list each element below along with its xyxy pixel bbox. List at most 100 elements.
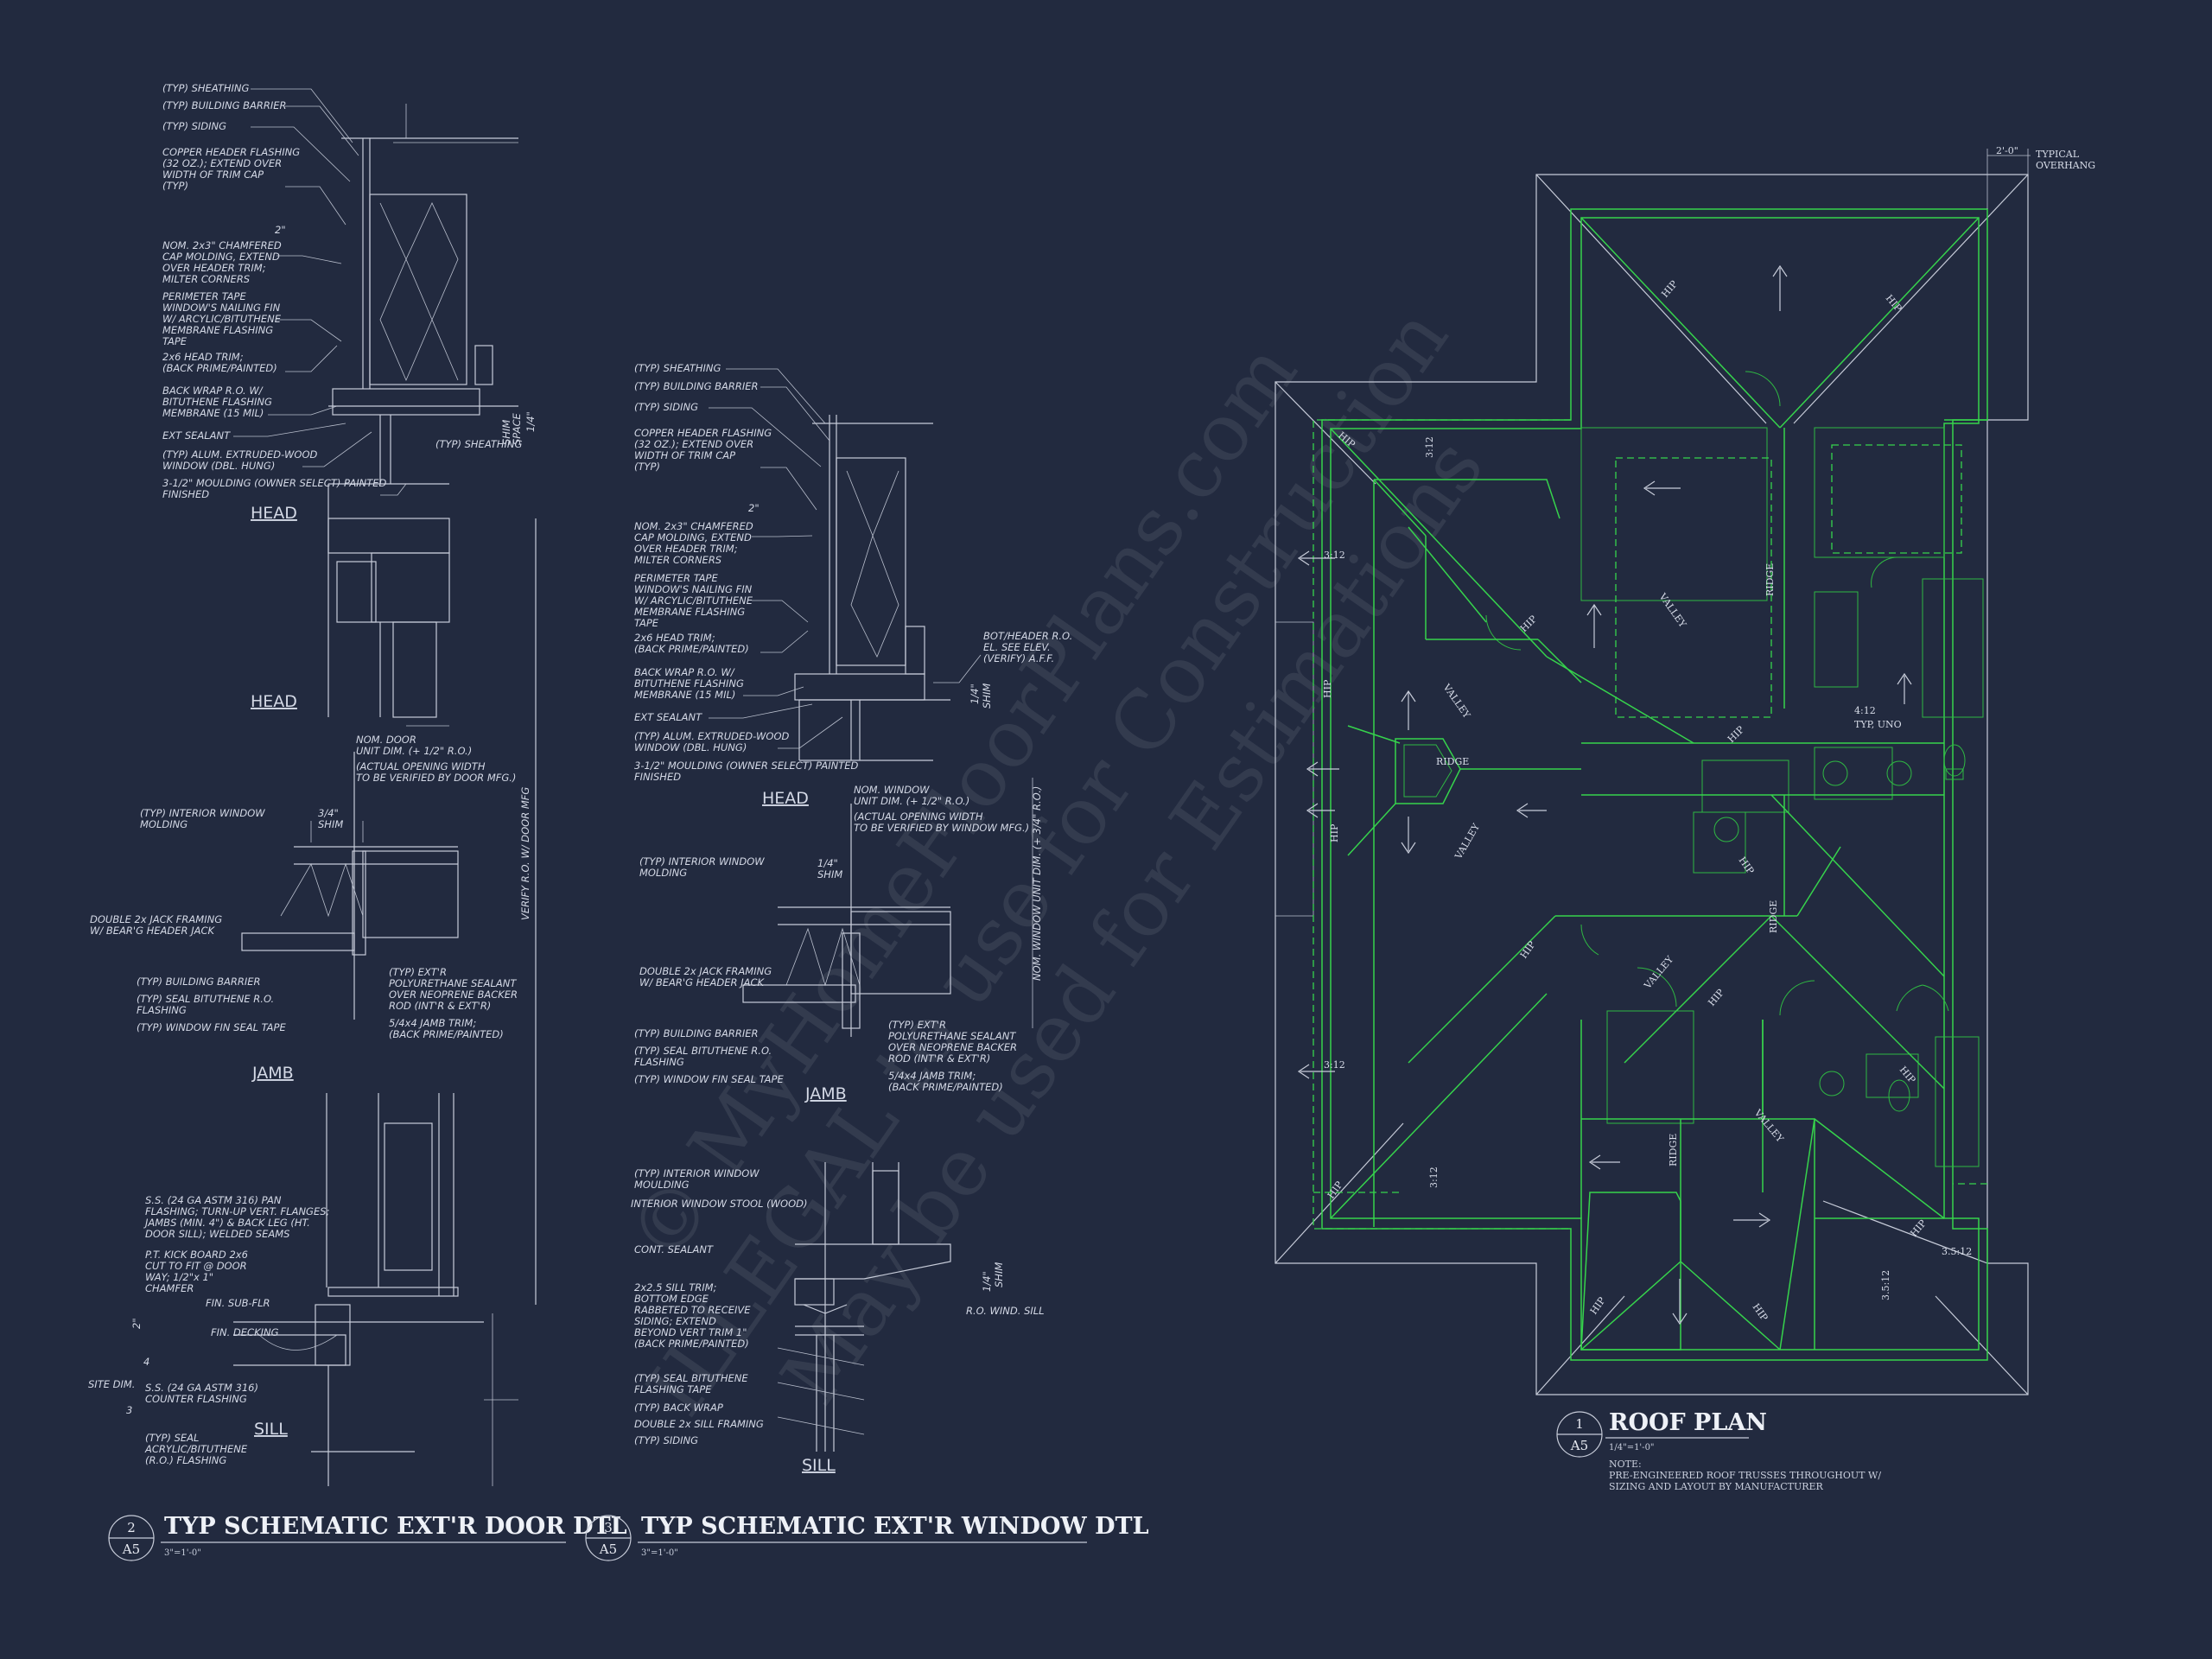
label-siding: (TYP) SIDING — [162, 120, 226, 132]
wlabel-chamfered-1: NOM. 2x3" CHAMFERED — [634, 520, 753, 532]
wlabel-interior-window-1: (TYP) INTERIOR WINDOW — [639, 855, 765, 868]
wlabel-copper-1: COPPER HEADER FLASHING — [634, 427, 772, 439]
wlabel-perimeter-4: MEMBRANE FLASHING — [634, 606, 745, 618]
wlabel-perimeter-1: PERIMETER TAPE — [634, 572, 718, 584]
label-shim-space-2: SPACE — [511, 412, 523, 445]
window-detail-number: 3 — [604, 1520, 613, 1535]
label-ext-poly-1: (TYP) EXT'R — [389, 966, 447, 978]
wlabel-chamfered-3: OVER HEADER TRIM; — [634, 543, 738, 555]
pitch-typ-uno: TYP, UNO — [1854, 719, 1902, 730]
word-hip-8: HIP — [1737, 855, 1757, 876]
wlabel-nom-window-2: UNIT DIM. (+ 1/2" R.O.) — [854, 795, 969, 807]
label-fin-seal: (TYP) WINDOW FIN SEAL TAPE — [137, 1021, 286, 1033]
wlabel-two-inch: 2" — [748, 502, 760, 514]
wlabel-bot-header-2: EL. SEE ELEV. — [983, 641, 1051, 653]
wlabel-sill-trim-1: 2x2.5 SILL TRIM; — [634, 1281, 717, 1294]
label-chamfered-4: MILTER CORNERS — [162, 273, 250, 285]
label-ss-pan-3: JAMBS (MIN. 4") & BACK LEG (HT. — [143, 1217, 310, 1229]
word-valley-3: VALLEY — [1452, 821, 1483, 861]
wlabel-shim2: SHIM — [993, 1262, 1005, 1287]
label-chamfered-2: CAP MOLDING, EXTEND — [162, 251, 280, 263]
label-interior-window-1: (TYP) INTERIOR WINDOW — [140, 807, 265, 819]
window-head-leaders — [709, 368, 982, 749]
wlabel-double-jack-2: W/ BEAR'G HEADER JACK — [639, 976, 765, 988]
wlabel-seal-bit2-1: (TYP) SEAL BITUTHENE — [634, 1372, 748, 1384]
wlabel-head-trim-1: 2x6 HEAD TRIM; — [634, 632, 715, 644]
wlabel-ext-poly-2: POLYURETHANE SEALANT — [888, 1030, 1016, 1042]
door-caption-head-2: HEAD — [251, 692, 297, 711]
label-perimeter-2: WINDOW'S NAILING FIN — [162, 302, 281, 314]
wlabel-copper-2: (32 OZ.); EXTEND OVER — [634, 438, 753, 450]
roof-note-2: PRE-ENGINEERED ROOF TRUSSES THROUGHOUT W… — [1609, 1470, 1881, 1481]
word-hip-9: HIP — [1518, 938, 1538, 960]
wlabel-cont-sealant: CONT. SEALANT — [634, 1243, 714, 1255]
label-ss-pan-2: FLASHING; TURN-UP VERT. FLANGES; — [145, 1205, 330, 1217]
wlabel-siding: (TYP) SIDING — [634, 401, 698, 413]
label-nom-door-1: NOM. DOOR — [356, 734, 416, 746]
word-hip-11: HIP — [1897, 1065, 1918, 1086]
label-kick-4: CHAMFER — [145, 1282, 194, 1294]
wlabel-sill-trim-3: RABBETED TO RECEIVE — [634, 1304, 751, 1316]
roof-detail-sheet: A5 — [1570, 1438, 1588, 1453]
window-jamb-section — [742, 778, 1033, 1037]
label-seal-acry-3: (R.O.) FLASHING — [145, 1454, 226, 1466]
word-valley-5: VALLEY — [1751, 1107, 1786, 1145]
label-quarter-inch: 1/4" — [524, 411, 537, 432]
wlabel-interior-window2-2: MOULDING — [634, 1179, 690, 1191]
wlabel-back-wrap2: (TYP) BACK WRAP — [634, 1402, 723, 1414]
label-verify-ro: VERIFY R.O. W/ DOOR MFG — [519, 787, 531, 920]
wlabel-quarter2: 1/4" — [981, 1271, 993, 1292]
label-sub-flr: FIN. SUB-FLR — [206, 1297, 270, 1309]
label-jamb-trim-2: (BACK PRIME/PAINTED) — [389, 1028, 504, 1040]
label-ext-poly-4: ROD (INT'R & EXT'R) — [389, 1000, 491, 1012]
wlabel-seal-bit-1: (TYP) SEAL BITUTHENE R.O. — [634, 1045, 772, 1057]
wlabel-ext-poly-1: (TYP) EXT'R — [888, 1019, 946, 1031]
word-valley-1: VALLEY — [1656, 590, 1688, 630]
window-jamb-labels: NOM. WINDOW UNIT DIM. (+ 1/2" R.O.) (ACT… — [634, 784, 1043, 1093]
roof-words: HIP HIP HIP VALLEY RIDGE HIP HIP VALLEY … — [1322, 278, 1929, 1324]
label-building-barrier: (TYP) BUILDING BARRIER — [162, 99, 287, 111]
label-head-trim-2: (BACK PRIME/PAINTED) — [162, 362, 277, 374]
door-caption-head-1: HEAD — [251, 504, 297, 523]
wlabel-head-trim-2: (BACK PRIME/PAINTED) — [634, 643, 749, 655]
label-double-jack-1: DOUBLE 2x JACK FRAMING — [90, 913, 222, 925]
label-nom-door-4: TO BE VERIFIED BY DOOR MFG.) — [356, 772, 516, 784]
wlabel-barrier-2: (TYP) BUILDING BARRIER — [634, 1027, 759, 1039]
wlabel-perimeter-2: WINDOW'S NAILING FIN — [634, 583, 753, 595]
roof-main-lines — [1313, 208, 1988, 1361]
label-copper-1: COPPER HEADER FLASHING — [162, 146, 300, 158]
wlabel-alum-1: (TYP) ALUM. EXTRUDED-WOOD — [634, 730, 790, 742]
label-ss-pan-1: S.S. (24 GA ASTM 316) PAN — [145, 1194, 282, 1206]
label-decking: FIN. DECKING — [211, 1326, 279, 1338]
door-head-section — [327, 104, 518, 727]
wlabel-nom-window-3: (ACTUAL OPENING WIDTH — [854, 810, 983, 823]
window-sill-section — [777, 1162, 951, 1452]
wlabel-fin-seal: (TYP) WINDOW FIN SEAL TAPE — [634, 1073, 784, 1085]
wlabel-ext-sealant: EXT SEALANT — [634, 711, 702, 723]
word-hip-1: HIP — [1659, 278, 1680, 300]
label-sheathing-right: (TYP) SHEATHING — [435, 438, 523, 450]
window-sill-labels: (TYP) INTERIOR WINDOW MOULDING INTERIOR … — [631, 1167, 1045, 1446]
label-two-inch: 2" — [275, 224, 286, 236]
wlabel-back-wrap-2: BITUTHENE FLASHING — [634, 677, 744, 690]
wlabel-nom-window-unit: NOM. WINDOW UNIT DIM. (+ 3/4" R.O.) — [1031, 786, 1043, 981]
roof-overhang-dimension: 2'-0" TYPICAL OVERHANG — [1986, 145, 2095, 209]
roof-plan-title: ROOF PLAN — [1609, 1409, 1767, 1436]
overhang-note-1: TYPICAL — [2036, 149, 2080, 160]
word-ridge-2: RIDGE — [1436, 756, 1469, 767]
label-kick-1: P.T. KICK BOARD 2x6 — [145, 1249, 248, 1261]
wlabel-back-wrap-1: BACK WRAP R.O. W/ — [634, 666, 735, 678]
window-detail-sheet: A5 — [599, 1541, 617, 1557]
overhang-note-2: OVERHANG — [2036, 160, 2095, 171]
wlabel-bot-header-3: (VERIFY) A.F.F. — [983, 652, 1054, 664]
window-detail-scale: 3"=1'-0" — [641, 1548, 678, 1558]
window-detail-title: TYP SCHEMATIC EXT'R WINDOW DTL — [641, 1513, 1149, 1540]
door-jamb-section — [241, 518, 537, 1305]
word-hip-14: HIP — [1588, 1294, 1608, 1316]
wlabel-chamfered-4: MILTER CORNERS — [634, 554, 721, 566]
word-ridge-1: RIDGE — [1764, 563, 1776, 596]
label-jamb-trim-1: 5/4x4 JAMB TRIM; — [389, 1017, 476, 1029]
wlabel-barrier: (TYP) BUILDING BARRIER — [634, 380, 759, 392]
label-perimeter-4: MEMBRANE FLASHING — [162, 324, 273, 336]
